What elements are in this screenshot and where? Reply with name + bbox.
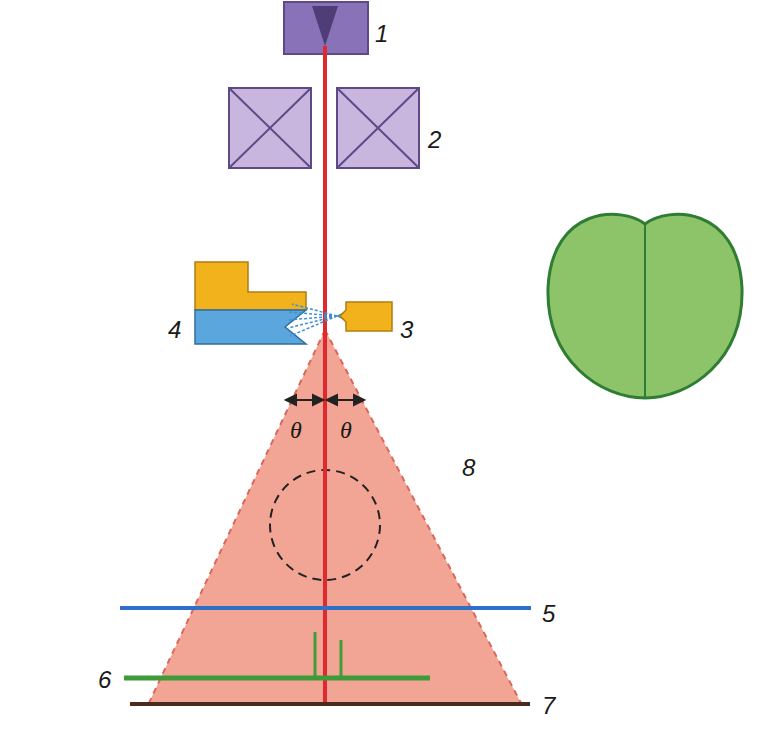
callout-number: 7	[542, 694, 555, 718]
gas-jet	[288, 304, 337, 336]
gas-nozzle	[340, 302, 392, 331]
diffraction-peaks	[315, 632, 341, 678]
electron-beam	[323, 50, 327, 703]
cone-edge	[148, 330, 325, 705]
callout-number: 3	[400, 318, 413, 342]
photo-plate	[130, 702, 530, 706]
callout-number: 5	[542, 602, 555, 626]
callout-number: 1	[375, 22, 388, 46]
angle-label: θ	[290, 418, 302, 442]
sector-plane	[120, 606, 531, 610]
gun-cathode	[312, 6, 338, 46]
cone-edge	[325, 330, 522, 705]
callout-number: 6	[98, 668, 111, 692]
scattering-cone	[148, 330, 522, 705]
gas-trap	[195, 262, 306, 344]
rotating-sector	[548, 214, 742, 398]
magnetic-lens	[229, 88, 419, 168]
angle-label: θ	[340, 418, 352, 442]
intensity-plane	[124, 676, 430, 681]
electron-beam	[323, 46, 327, 56]
callout-number: 2	[428, 128, 441, 152]
callout-number: 8	[462, 456, 475, 480]
callout-number: 4	[168, 318, 181, 342]
angle-arrow	[286, 395, 364, 405]
